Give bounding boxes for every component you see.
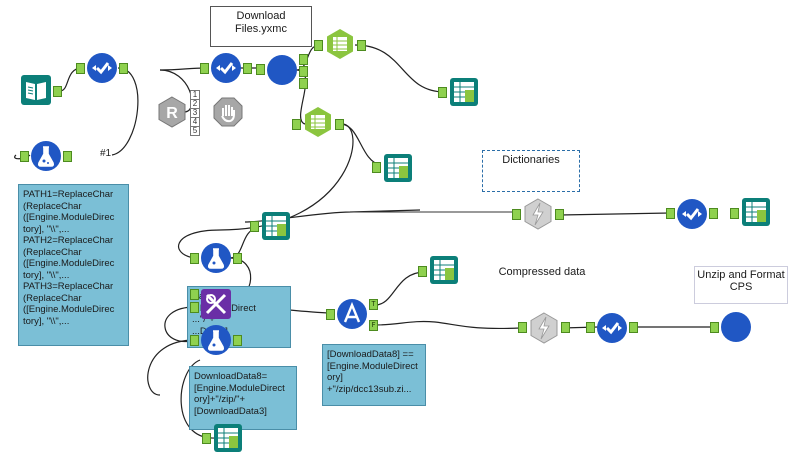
anchor-in[interactable] [418, 266, 427, 277]
anchor-out[interactable] [299, 78, 308, 89]
text-input-tool[interactable] [20, 74, 52, 106]
formula-tool-1[interactable] [30, 140, 62, 172]
dynamic-input-tool-1[interactable] [522, 198, 554, 230]
anchor-in[interactable] [372, 162, 381, 173]
filter-expression-annotation: [DownloadData8] == [Engine.ModuleDirect … [322, 344, 426, 406]
browse-tool-2[interactable] [382, 152, 414, 184]
anchor-out[interactable] [63, 151, 72, 162]
browse-icon [214, 424, 242, 452]
compressed-data-annotation: Compressed data [498, 266, 586, 278]
browse-tool-3[interactable] [260, 210, 292, 242]
dynamic-input-icon [524, 198, 552, 230]
download-macro-tool[interactable] [266, 54, 298, 86]
anchor-in[interactable] [190, 302, 199, 313]
data-formula-bottom-annotation: DownloadData8= [Engine.ModuleDirect ory]… [189, 366, 297, 430]
anchor-out[interactable] [299, 54, 308, 65]
select-icon [677, 199, 707, 229]
anchor-in[interactable] [256, 64, 265, 75]
summarize-tool-2[interactable] [302, 106, 334, 138]
macro-icon [721, 312, 751, 342]
select-icon [87, 53, 117, 83]
anchor-out[interactable] [53, 86, 62, 97]
anchor-in[interactable] [20, 151, 29, 162]
anchor-in[interactable] [202, 433, 211, 444]
browse-tool-6[interactable] [212, 422, 244, 454]
filter-false-anchor[interactable]: F [369, 320, 378, 331]
anchor-out[interactable] [233, 335, 242, 346]
anchor-out[interactable] [709, 208, 718, 219]
summarize-tool-1[interactable] [324, 28, 356, 60]
browse-icon [742, 198, 770, 226]
anchor-in[interactable] [730, 208, 739, 219]
regex-tool[interactable] [200, 288, 232, 320]
stop-tool[interactable] [212, 96, 244, 128]
formula-tool-2[interactable] [200, 242, 232, 274]
anchor-out[interactable] [561, 322, 570, 333]
anchor-out[interactable] [555, 209, 564, 220]
summarize-icon [327, 29, 353, 59]
svg-text:R: R [166, 105, 178, 122]
macro-icon [267, 55, 297, 85]
select-icon [597, 313, 627, 343]
anchor-in[interactable] [518, 322, 527, 333]
select-icon [211, 53, 241, 83]
anchor-in[interactable] [326, 309, 335, 320]
dictionaries-annotation: Dictionaries [482, 150, 580, 192]
download-files-annotation: Download Files.yxmc [210, 6, 312, 47]
select-tool-1[interactable] [86, 52, 118, 84]
anchor-in[interactable] [292, 119, 301, 130]
anchor-in[interactable] [76, 63, 85, 74]
text-input-icon [21, 75, 51, 105]
browse-icon [384, 154, 412, 182]
formula-tool-3[interactable] [200, 324, 232, 356]
path-formula-annotation: PATH1=ReplaceChar (ReplaceChar ([Engine.… [18, 184, 129, 346]
anchor-out[interactable] [243, 63, 252, 74]
anchor-out[interactable] [629, 322, 638, 333]
r-tool-icon: R [158, 96, 186, 128]
dynamic-input-tool-2[interactable] [528, 312, 560, 344]
filter-true-anchor[interactable]: T [369, 299, 378, 310]
anchor-in[interactable] [710, 322, 719, 333]
anchor-in[interactable] [190, 335, 199, 346]
anchor-in[interactable] [250, 221, 259, 232]
formula-icon [31, 141, 61, 171]
anchor-out[interactable] [233, 253, 242, 264]
regex-icon [201, 289, 231, 319]
browse-tool-5[interactable] [428, 254, 460, 286]
r-tool[interactable]: R [156, 96, 188, 128]
anchor-out[interactable] [299, 66, 308, 77]
browse-tool-4[interactable] [740, 196, 772, 228]
wire-label: #1 [100, 148, 112, 159]
anchor-in[interactable] [512, 209, 521, 220]
filter-tool[interactable] [336, 298, 368, 330]
anchor-in[interactable] [190, 253, 199, 264]
anchor-in[interactable] [314, 40, 323, 51]
select-tool-2[interactable] [210, 52, 242, 84]
anchor-in[interactable] [586, 322, 595, 333]
anchor-in[interactable] [190, 289, 199, 300]
formula-icon [201, 243, 231, 273]
stop-icon [213, 97, 243, 127]
summarize-icon [305, 107, 331, 137]
select-tool-4[interactable] [596, 312, 628, 344]
unzip-format-annotation: Unzip and Format CPS [694, 266, 788, 304]
anchor-out[interactable] [357, 40, 366, 51]
anchor-in[interactable] [200, 63, 209, 74]
unzip-macro-tool[interactable] [720, 311, 752, 343]
formula-icon [201, 325, 231, 355]
browse-tool-1[interactable] [448, 76, 480, 108]
browse-icon [262, 212, 290, 240]
anchor-out[interactable] [335, 119, 344, 130]
anchor-in[interactable] [438, 87, 447, 98]
filter-icon [337, 299, 367, 329]
browse-icon [430, 256, 458, 284]
browse-icon [450, 78, 478, 106]
macro-output-5[interactable]: 5 [190, 126, 200, 136]
anchor-out[interactable] [119, 63, 128, 74]
anchor-in[interactable] [666, 208, 675, 219]
dynamic-input-icon [530, 312, 558, 344]
select-tool-3[interactable] [676, 198, 708, 230]
